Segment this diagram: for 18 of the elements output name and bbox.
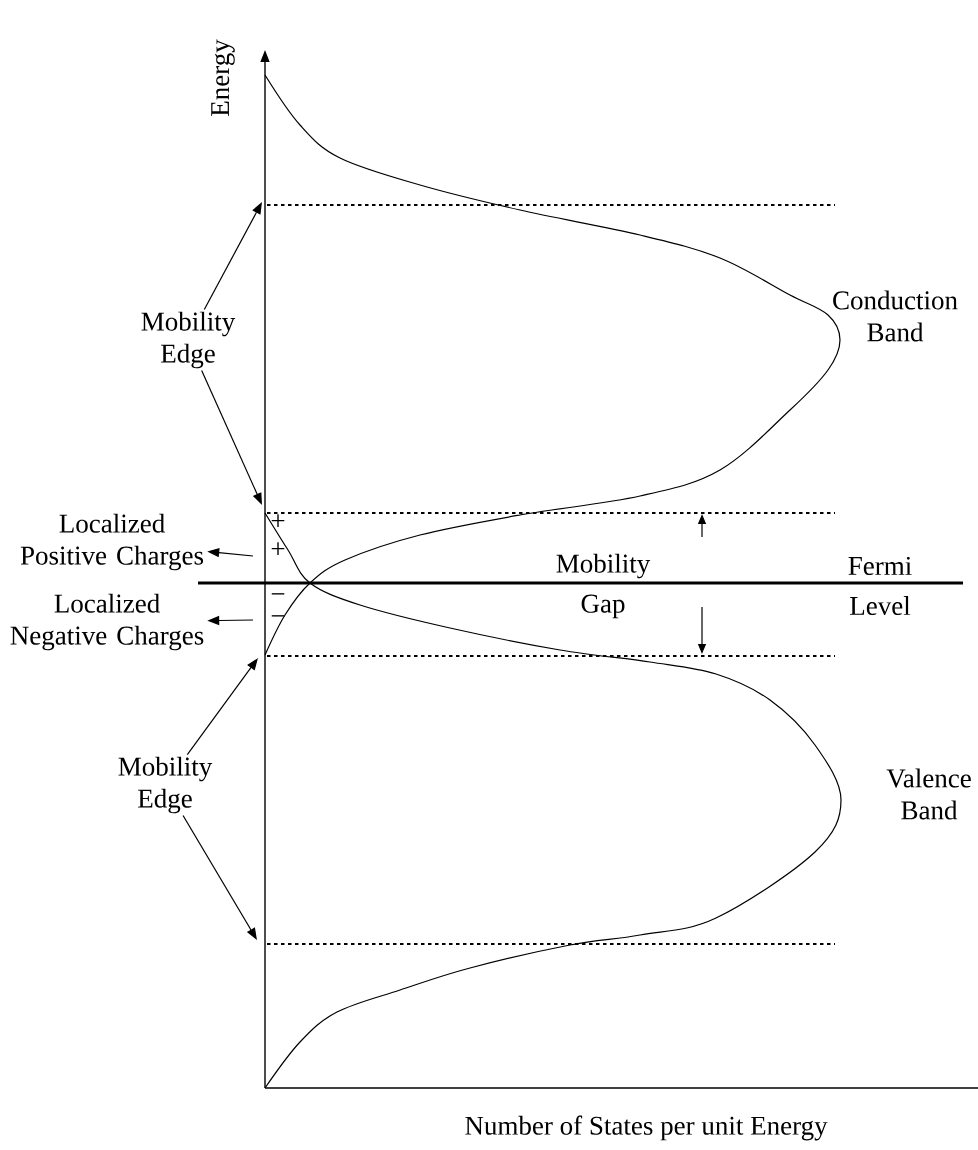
charge-sign: + [271, 542, 285, 555]
leader-arrow [201, 369, 262, 505]
leader-arrow [182, 814, 257, 940]
band-label: Fermi Level [848, 556, 912, 616]
band-label: Mobility Gap [556, 553, 651, 619]
band-label: Valence Band [886, 768, 971, 820]
axis-label: Number of States per unit Energy [465, 1115, 828, 1141]
charge-sign: + [271, 514, 285, 527]
callout-label: Localized Positive Charges [20, 513, 204, 571]
callout-label: Localized Negative Charges [10, 593, 204, 651]
band-label: Conduction Band [833, 290, 958, 342]
leader-arrow [203, 202, 262, 311]
callout-label: Mobility Edge [118, 756, 213, 814]
callout-label: Mobility Edge [141, 311, 236, 369]
axis-label: Energy [211, 39, 235, 116]
charge-sign: − [271, 615, 285, 617]
charge-sign: − [271, 593, 285, 595]
leader-arrow [186, 658, 258, 756]
